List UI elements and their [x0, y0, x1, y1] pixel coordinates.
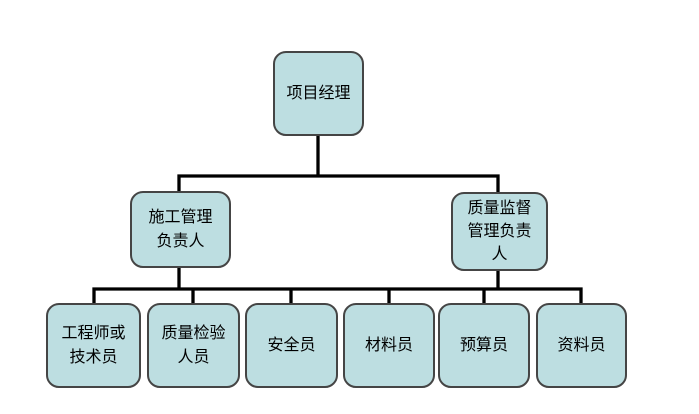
connector-path	[92, 131, 583, 308]
node-safety-officer: 安全员	[245, 303, 338, 388]
node-label: 项目经理	[286, 84, 351, 102]
node-quality-supervision-manager: 质量监督 管理负责 人	[451, 192, 548, 271]
node-label: 质量监督 管理负责 人	[467, 199, 532, 264]
node-budget-officer: 预算员	[438, 303, 530, 388]
node-label: 资料员	[557, 336, 606, 354]
node-label: 施工管理 负责人	[148, 209, 213, 250]
node-material-officer: 材料员	[343, 303, 435, 388]
node-label: 材料员	[364, 336, 413, 354]
node-label: 质量检验 人员	[161, 325, 226, 366]
node-engineer-or-technician: 工程师或 技术员	[46, 303, 141, 388]
node-label: 预算员	[459, 336, 508, 354]
node-document-officer: 资料员	[536, 303, 627, 388]
node-quality-inspector: 质量检验 人员	[147, 303, 240, 388]
node-label: 工程师或 技术员	[61, 325, 126, 366]
node-construction-manager: 施工管理 负责人	[130, 191, 231, 268]
node-label: 安全员	[267, 336, 316, 354]
node-project-manager: 项目经理	[273, 51, 364, 136]
